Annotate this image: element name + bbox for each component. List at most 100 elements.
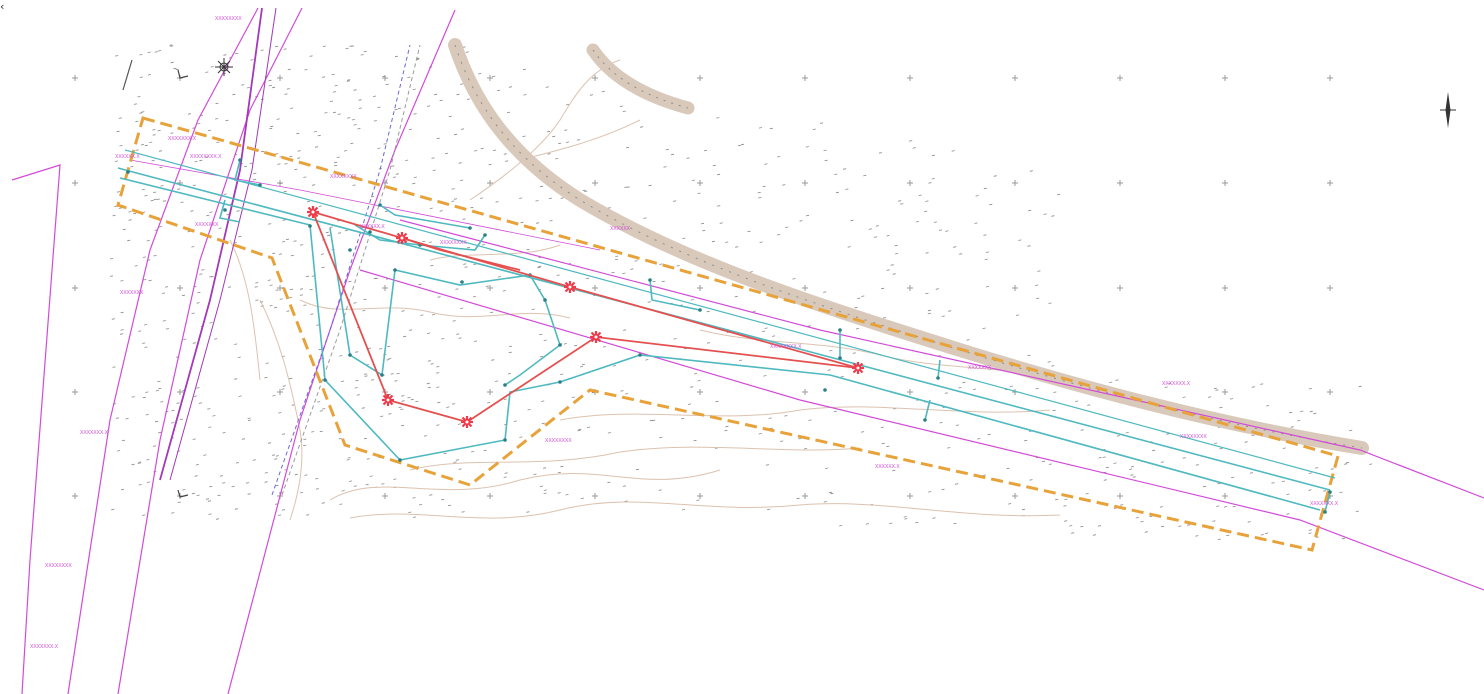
survey-point — [303, 438, 307, 440]
survey-point — [915, 521, 919, 524]
survey-point — [460, 179, 464, 181]
pipe-node — [838, 328, 842, 332]
survey-point — [1051, 215, 1055, 217]
survey-point — [539, 485, 544, 487]
survey-point — [480, 197, 484, 199]
survey-point — [725, 241, 729, 243]
survey-point — [173, 67, 177, 70]
survey-point — [1330, 468, 1334, 470]
survey-point — [246, 87, 250, 89]
survey-point — [1047, 361, 1051, 363]
survey-point — [128, 219, 132, 221]
survey-point — [409, 329, 413, 331]
survey-point — [430, 264, 434, 267]
survey-point — [1071, 532, 1075, 534]
survey-point — [1132, 476, 1136, 478]
survey-point — [282, 385, 286, 387]
pipe-node — [483, 233, 487, 237]
grid-cross — [72, 493, 78, 499]
survey-point — [845, 188, 849, 190]
survey-point — [299, 288, 304, 290]
survey-point — [158, 431, 162, 434]
survey-point — [391, 165, 395, 167]
survey-point — [151, 159, 155, 162]
survey-point — [149, 141, 153, 143]
survey-point — [160, 401, 164, 403]
survey-point — [691, 179, 695, 181]
survey-point — [535, 200, 539, 202]
survey-point — [209, 485, 213, 488]
grid-cross — [592, 75, 598, 81]
survey-point — [522, 68, 527, 71]
survey-point — [703, 149, 708, 152]
survey-point — [289, 377, 293, 380]
survey-point — [808, 419, 812, 421]
survey-point — [828, 491, 832, 494]
survey-point — [432, 169, 436, 171]
survey-point — [825, 467, 829, 469]
survey-point — [341, 380, 345, 382]
cyan-nodes — [126, 158, 1332, 514]
red-star-marker-icon — [382, 394, 394, 406]
survey-point — [555, 158, 559, 160]
survey-point — [1215, 389, 1219, 391]
survey-point — [497, 89, 501, 92]
survey-point — [974, 222, 978, 224]
survey-point — [111, 508, 115, 511]
survey-point — [581, 363, 585, 366]
survey-point — [702, 229, 706, 232]
survey-point — [1130, 474, 1134, 476]
grid-cross — [697, 285, 703, 291]
survey-point — [686, 157, 690, 159]
map-label: XXXXXX.X — [115, 154, 140, 160]
survey-point — [625, 146, 630, 149]
survey-point — [272, 252, 276, 255]
grid-cross — [1327, 389, 1333, 395]
survey-point — [384, 210, 388, 213]
survey-point — [1309, 410, 1313, 413]
survey-point — [339, 355, 343, 357]
survey-point — [975, 195, 979, 197]
survey-point — [985, 251, 989, 253]
survey-point — [490, 311, 494, 314]
survey-point — [422, 240, 426, 243]
survey-point — [216, 141, 220, 143]
survey-point — [912, 147, 916, 149]
survey-point — [424, 435, 428, 437]
survey-point — [436, 386, 440, 388]
survey-point — [861, 295, 865, 297]
grid-cross — [907, 493, 913, 499]
survey-point — [272, 395, 276, 397]
survey-point — [565, 104, 570, 106]
survey-point — [392, 176, 396, 178]
survey-point — [661, 280, 665, 283]
survey-point — [388, 413, 392, 415]
grid-cross — [802, 285, 808, 291]
survey-point — [460, 83, 464, 85]
survey-point — [758, 127, 762, 129]
survey-point — [812, 128, 816, 130]
survey-point — [563, 343, 567, 345]
survey-point — [183, 338, 187, 340]
map-label: XXXXXXX.X — [168, 136, 197, 142]
survey-point — [111, 318, 115, 320]
survey-point — [497, 276, 501, 278]
survey-point — [144, 144, 148, 147]
survey-point — [577, 429, 581, 432]
survey-point — [278, 253, 282, 255]
survey-point — [209, 322, 213, 324]
survey-point — [158, 387, 162, 390]
survey-point — [1203, 485, 1207, 488]
survey-point — [160, 185, 164, 187]
survey-point — [303, 444, 307, 447]
grid-cross — [697, 389, 703, 395]
pipe-node — [543, 298, 547, 302]
survey-point — [784, 415, 788, 417]
survey-point — [156, 198, 160, 200]
survey-point — [407, 76, 411, 78]
survey-point — [294, 473, 298, 476]
survey-point — [394, 380, 398, 382]
survey-point — [955, 424, 959, 426]
survey-point — [247, 493, 251, 495]
